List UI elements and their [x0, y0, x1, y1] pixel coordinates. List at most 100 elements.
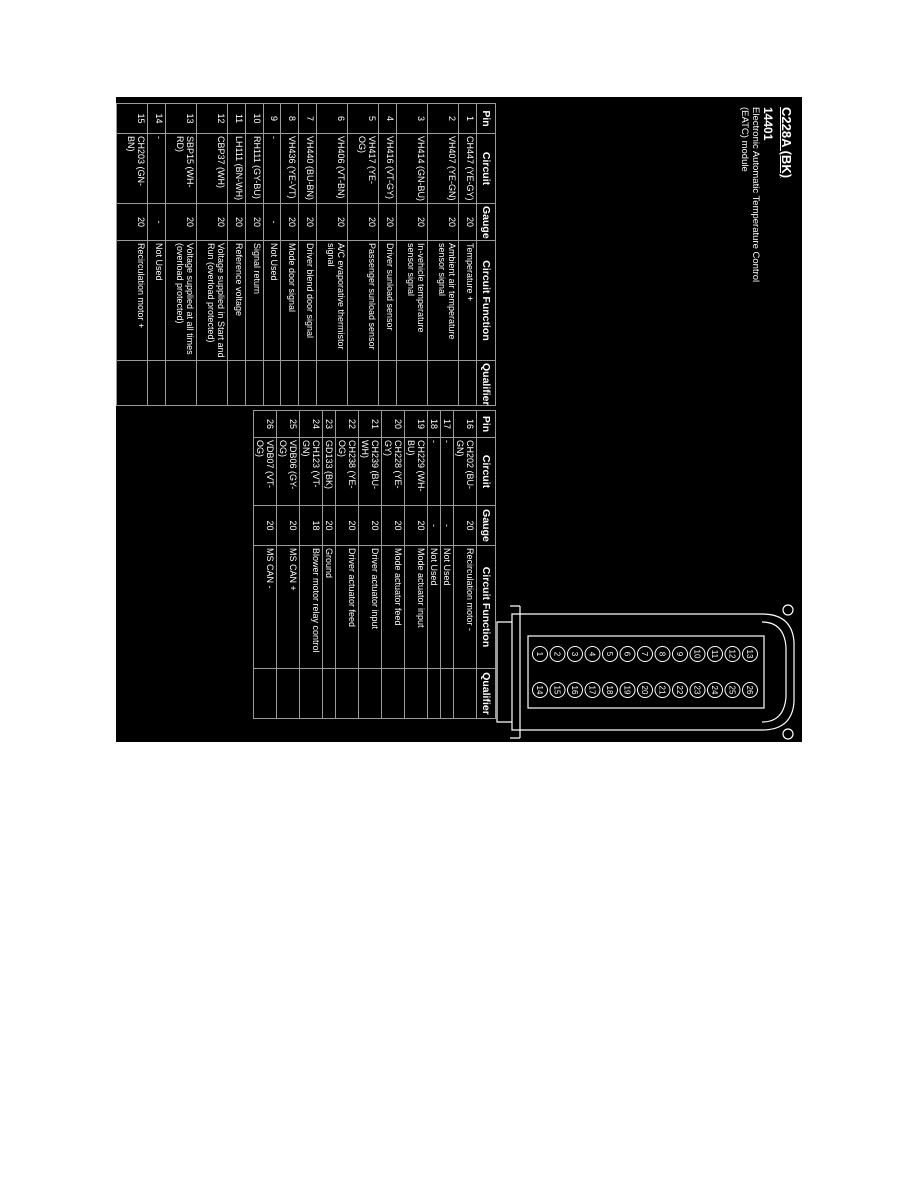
- pin-cell: 19: [404, 410, 428, 438]
- qualifier-cell: [116, 360, 148, 406]
- qualifier-cell: [263, 360, 281, 406]
- gauge-cell: -: [427, 505, 441, 546]
- qualifier-cell: [253, 668, 277, 719]
- circuit-cell: CH202 (BU-GN): [453, 437, 477, 506]
- pin-number: 18: [605, 686, 614, 695]
- pin-number: 16: [570, 686, 579, 695]
- qualifier-cell: [427, 668, 441, 719]
- pin-circle: [724, 682, 741, 698]
- pin-cell: 14: [147, 103, 166, 134]
- circuit-cell: -: [147, 133, 166, 204]
- pin-circle: [689, 682, 706, 698]
- gauge-cell: -: [440, 505, 454, 546]
- gauge-cell: 20: [245, 203, 264, 241]
- pin-number: 23: [693, 686, 702, 695]
- pin-number: 19: [623, 686, 632, 695]
- circuit-cell: CBP37 (WH): [196, 133, 228, 204]
- circuit-cell: VH440 (BU-BN): [298, 133, 317, 204]
- pin-cell: 26: [253, 410, 277, 438]
- qualifier-cell: [453, 668, 477, 719]
- header-gauge: Gauge: [476, 505, 496, 546]
- qualifier-cell: [298, 360, 317, 406]
- gauge-cell: 20: [453, 505, 477, 546]
- pin-cell: 4: [378, 103, 397, 134]
- gauge-cell: 20: [253, 505, 277, 546]
- function-cell: Mode actuator feed: [381, 545, 405, 669]
- table-row: 14--Not Used: [147, 103, 166, 406]
- function-cell: Recirculation motor -: [453, 545, 477, 669]
- pin-number: 9: [675, 652, 684, 657]
- pin-cell: 1: [458, 103, 477, 134]
- circuit-cell: CH239 (BU-WH): [358, 437, 382, 506]
- connector-pin-11: 11: [707, 646, 723, 662]
- function-cell: Driver sunload sensor: [378, 240, 397, 361]
- connector-pin-25: 25: [724, 682, 741, 698]
- pin-circle: [742, 682, 758, 698]
- pin-cell: 23: [322, 410, 336, 438]
- function-cell: A/C evaporative thermistor signal: [316, 240, 348, 361]
- pin-cell: 25: [276, 410, 300, 438]
- function-cell: Temperature +: [458, 240, 477, 361]
- pin-circle: [689, 646, 706, 662]
- gauge-cell: 20: [335, 505, 359, 546]
- connector-pin-8: 8: [654, 646, 671, 662]
- gauge-cell: 20: [165, 203, 197, 241]
- circuit-cell: VH416 (VT-GY): [378, 133, 397, 204]
- qualifier-cell: [196, 360, 228, 406]
- circuit-cell: -: [263, 133, 281, 204]
- pin-circle: [602, 646, 618, 662]
- pin-circle: [707, 682, 723, 698]
- pin-circle: [637, 682, 653, 698]
- function-cell: Recirculation motor +: [116, 240, 148, 361]
- qualifier-cell: [316, 360, 348, 406]
- gauge-cell: 20: [316, 203, 348, 241]
- gauge-cell: 20: [322, 505, 336, 546]
- function-cell: MS CAN -: [253, 545, 277, 669]
- qualifier-cell: [227, 360, 246, 406]
- circuit-cell: VDB06 (GY-OG): [276, 437, 300, 506]
- pin-cell: 8: [280, 103, 299, 134]
- circuit-cell: VH414 (GN-BU): [396, 133, 428, 204]
- gauge-cell: 20: [381, 505, 405, 546]
- function-cell: Not Used: [147, 240, 166, 361]
- gauge-cell: -: [147, 203, 166, 241]
- mounting-ear-left: [782, 604, 794, 616]
- function-cell: Passenger sunload sensor: [347, 240, 379, 361]
- function-cell: In-vehicle temperature sensor signal: [396, 240, 428, 361]
- connector-pin-2: 2: [549, 646, 566, 662]
- pin-number: 5: [605, 652, 614, 657]
- connector-pin-10: 10: [689, 646, 706, 662]
- circuit-cell: VH406 (VT-BN): [316, 133, 348, 204]
- connector-pin-23: 23: [689, 682, 706, 698]
- pin-circle: [742, 646, 758, 662]
- connector-pin-3: 3: [567, 646, 583, 662]
- pinout-table-1: Pin Circuit Gauge Circuit Function Quali…: [116, 103, 496, 406]
- pin-cavity: [527, 635, 765, 709]
- description-line1: Electronic Automatic Temperature Control: [750, 107, 761, 283]
- connector-pin-20: 20: [637, 682, 653, 698]
- circuit-cell: CH203 (GN-BN): [116, 133, 148, 204]
- rotated-content: C228A (BK) 14401 Electronic Automatic Te…: [116, 97, 802, 742]
- pin-number: 1: [535, 652, 544, 657]
- pin-number: 26: [745, 686, 754, 695]
- pin-cell: 3: [396, 103, 428, 134]
- circuit-cell: CH123 (VT-GN): [299, 437, 323, 506]
- function-cell: Driver actuator feed: [335, 545, 359, 669]
- circuit-cell: CH447 (YE-GY): [458, 133, 477, 204]
- qualifier-cell: [165, 360, 197, 406]
- connector-latch: [496, 605, 521, 739]
- qualifier-cell: [381, 668, 405, 719]
- pin-cell: 16: [453, 410, 477, 438]
- pin-number: 15: [553, 686, 562, 695]
- connector-pin-9: 9: [672, 646, 688, 662]
- function-cell: Reference voltage: [227, 240, 246, 361]
- pin-number: 22: [675, 686, 684, 695]
- circuit-cell: -: [440, 437, 454, 506]
